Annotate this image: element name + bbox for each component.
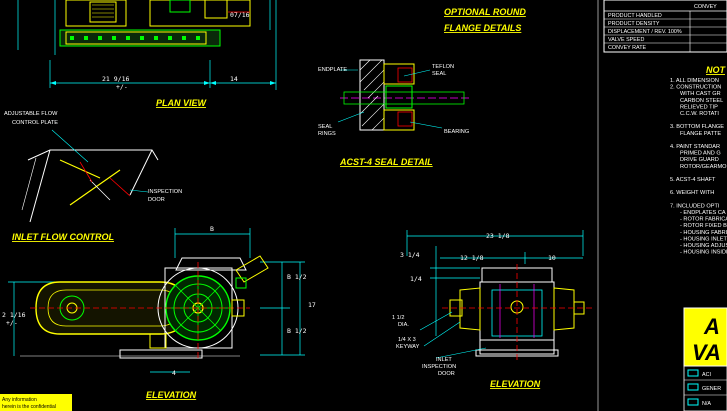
elevation-right-title: ELEVATION <box>490 379 541 389</box>
note-line: - HOUSING ADJUS <box>680 243 727 249</box>
dia-label-1: 1 1/2 <box>392 315 404 321</box>
elev-b-lower: B 1/2 <box>287 327 307 335</box>
footer-notice-1: Any information <box>2 397 37 403</box>
plan-top-dim: 07/16 <box>230 11 250 19</box>
table-row-0: PRODUCT HANDLED <box>608 13 662 19</box>
note-line: - HOUSING INLET <box>680 236 727 242</box>
inlet-inspection-3: DOOR <box>438 371 455 377</box>
note-line: - HOUSING FABRI <box>680 230 727 236</box>
table-row-1: PRODUCT DENSITY <box>608 21 660 27</box>
teflon-label-1: TEFLON <box>432 64 454 70</box>
table-header: CONVEY <box>694 4 717 10</box>
endplate-label: ENDPLATE <box>318 67 347 73</box>
plan-width-dim: 21 9/16 <box>102 75 129 83</box>
dia-label-2: DIA. <box>398 322 409 328</box>
plan-right-dim: 14 <box>230 75 238 83</box>
adjustable-flow-1: ADJUSTABLE FLOW <box>4 111 58 117</box>
inlet-inspection-1: INLET <box>436 357 452 363</box>
note-line: 1. ALL DIMENSION <box>670 78 719 84</box>
note-line: RELIEVED TIP <box>680 104 718 110</box>
elevation-left: B B 1/2 B 1/2 17 2 1/16 +/- 4 <box>2 225 316 400</box>
teflon-label-2: SEAL <box>432 71 446 77</box>
right-quarter-dim: 1/4 <box>410 275 422 283</box>
elev-left-dim: 2 1/16 <box>2 311 26 319</box>
keyway-label-1: 1/4 X 3 <box>398 337 416 343</box>
plan-view-title: PLAN VIEW <box>156 98 208 108</box>
optional-flange-title: OPTIONAL ROUND FLANGE DETAILS <box>444 7 526 33</box>
logo-letter-a: A <box>703 314 720 339</box>
notes-heading: NOT <box>706 65 727 75</box>
footer-notice-2: herein is the confidential <box>2 404 56 410</box>
elev-b-top: B <box>210 225 214 233</box>
plan-tol-dim: +/- <box>116 83 128 91</box>
note-line: 6. WEIGHT WITH <box>670 190 714 196</box>
optional-flange-line1: OPTIONAL ROUND <box>444 7 526 17</box>
keyway-label-2: KEYWAY <box>396 344 420 350</box>
note-line: 7. INCLUDED OPTI <box>670 203 720 209</box>
seal-detail: ENDPLATE TEFLON SEAL BEARING SEAL RINGS … <box>318 59 470 167</box>
inspection-door-1: INSPECTION <box>148 189 182 195</box>
seal-rings-label-2: RINGS <box>318 131 336 137</box>
seal-detail-title: ACST-4 SEAL DETAIL <box>339 157 433 167</box>
right-3-dim: 3 1/4 <box>400 251 420 259</box>
note-line: - ROTOR FIXED B <box>680 223 727 229</box>
legend-na: N/A <box>702 401 711 407</box>
note-line: DRIVE GUARD <box>680 157 719 163</box>
elev-b-upper: B 1/2 <box>287 273 307 281</box>
note-line: - HOUSING INSIDE <box>680 250 727 256</box>
note-line: FLANGE PATTE <box>680 131 721 137</box>
elev-4-dim: 4 <box>172 369 176 377</box>
table-row-3: VALVE SPEED <box>608 37 644 43</box>
legend-gener: GENER <box>702 386 721 392</box>
adjustable-flow-2: CONTROL PLATE <box>12 120 58 126</box>
table-row-4: CONVEY RATE <box>608 45 647 51</box>
logo-block: A VA ACI GENER N/A <box>683 307 727 411</box>
note-line: 2. CONSTRUCTION <box>670 85 721 91</box>
table-row-2: DISPLACEMENT / REV. 100% <box>608 29 682 35</box>
elevation-right: 23 1/8 12 1/8 10 3 1/4 1/4 1 1/2 DIA. 1/ <box>392 230 594 389</box>
note-line: PRIMED AND G <box>680 151 721 157</box>
inlet-inspection-2: INSPECTION <box>422 364 456 370</box>
elevation-left-title: ELEVATION <box>146 390 197 400</box>
note-line: 5. ACST-4 SHAFT <box>670 177 716 183</box>
note-line: C.C.W. ROTATI <box>680 111 719 117</box>
title-block: CONVEY PRODUCT HANDLED PRODUCT DENSITY D… <box>603 0 727 53</box>
note-line: ROTOR/GEARMO <box>680 164 727 170</box>
bearing-label: BEARING <box>444 129 469 135</box>
note-line: - ENDPLATES CA <box>680 210 726 216</box>
inspection-door-2: DOOR <box>148 197 165 203</box>
elev-left-tol: +/- <box>6 319 18 327</box>
note-line: - ROTOR FABRICA <box>680 217 727 223</box>
inlet-flow-control: ADJUSTABLE FLOW CONTROL PLATE INSPECTION… <box>4 111 182 242</box>
note-line: CARBON STEEL <box>680 98 723 104</box>
inlet-flow-title: INLET FLOW CONTROL <box>12 232 114 242</box>
right-half-dim: 12 1/8 <box>460 254 484 262</box>
right-overall-dim: 23 1/8 <box>486 232 510 240</box>
footer-notice: Any information herein is the confidenti… <box>0 394 72 411</box>
note-line: 4. PAINT STANDAR <box>670 144 720 150</box>
elev-overall: 17 <box>308 301 316 309</box>
optional-flange-line2: FLANGE DETAILS <box>444 23 521 33</box>
note-line: 3. BOTTOM FLANGE <box>670 124 724 130</box>
right-10-dim: 10 <box>548 254 556 262</box>
plan-view: 21 9/16 +/- 14 07/16 PLAN VIEW <box>17 0 277 108</box>
note-line: WITH CAST GR <box>680 91 721 97</box>
legend-aci: ACI <box>702 372 711 378</box>
seal-rings-label-1: SEAL <box>318 124 332 130</box>
logo-letters-va: VA <box>692 340 721 365</box>
